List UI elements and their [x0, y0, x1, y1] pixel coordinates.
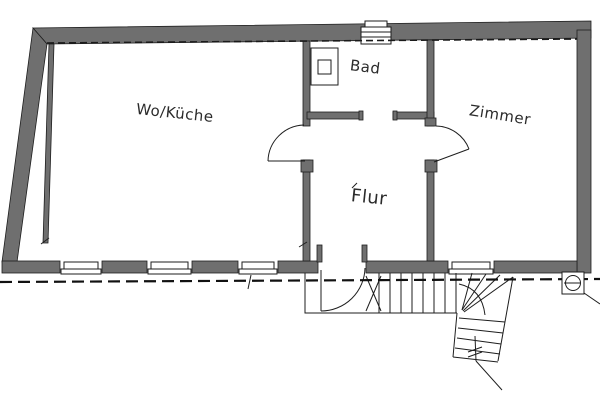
bottom-wall-seg — [1, 260, 61, 274]
bath-south-wall-left — [306, 111, 363, 120]
door-jamb — [424, 159, 438, 173]
bottom-wall-seg — [493, 260, 578, 274]
stair-landing-outline — [304, 273, 457, 314]
room-label-hallway: Flur — [350, 185, 389, 210]
stair-down-run — [452, 276, 514, 363]
bottom-wall-seg — [277, 260, 319, 274]
hall-room-wall-upper — [426, 39, 435, 127]
door-kitchen — [267, 124, 305, 162]
bottom-wall-seg — [101, 260, 148, 274]
window-symbol — [147, 261, 192, 275]
door-stairs — [320, 267, 366, 312]
stair-direction-arrow — [467, 335, 503, 391]
left-inner-wall — [42, 43, 55, 244]
door-room — [433, 125, 470, 163]
outer-walls — [1, 20, 592, 274]
window-symbol — [60, 261, 102, 275]
circle-in-square-symbol — [561, 271, 600, 305]
stair-inner-curve — [458, 283, 486, 316]
door-jamb — [424, 117, 437, 127]
hall-room-wall-lower — [426, 159, 435, 262]
interior-walls — [300, 39, 438, 263]
door-jamb — [358, 110, 364, 121]
tick-marks — [40, 182, 358, 290]
top-dashed-line — [46, 38, 578, 44]
stair-door-jamb — [361, 244, 368, 263]
left-outer-wall — [1, 27, 48, 263]
door-jamb — [300, 159, 314, 173]
window-symbol — [238, 261, 278, 275]
window-symbol — [448, 261, 494, 275]
section-lines — [0, 38, 600, 284]
door-jamb — [392, 110, 398, 121]
bottom-wall-seg — [365, 260, 449, 274]
kitchen-hall-wall-lower — [302, 159, 311, 262]
stair-break-mark — [365, 275, 382, 312]
top-window-symbol — [360, 20, 392, 45]
bottom-wall-seg — [191, 260, 239, 274]
windows — [60, 20, 494, 275]
right-wall — [576, 29, 592, 274]
doors — [267, 124, 470, 312]
stair-door-jamb — [316, 244, 323, 263]
room-label-bathroom: Bad — [349, 56, 382, 78]
bottom-dashed-line — [0, 277, 600, 284]
shower-square-symbol — [310, 47, 339, 86]
staircase — [304, 272, 514, 391]
